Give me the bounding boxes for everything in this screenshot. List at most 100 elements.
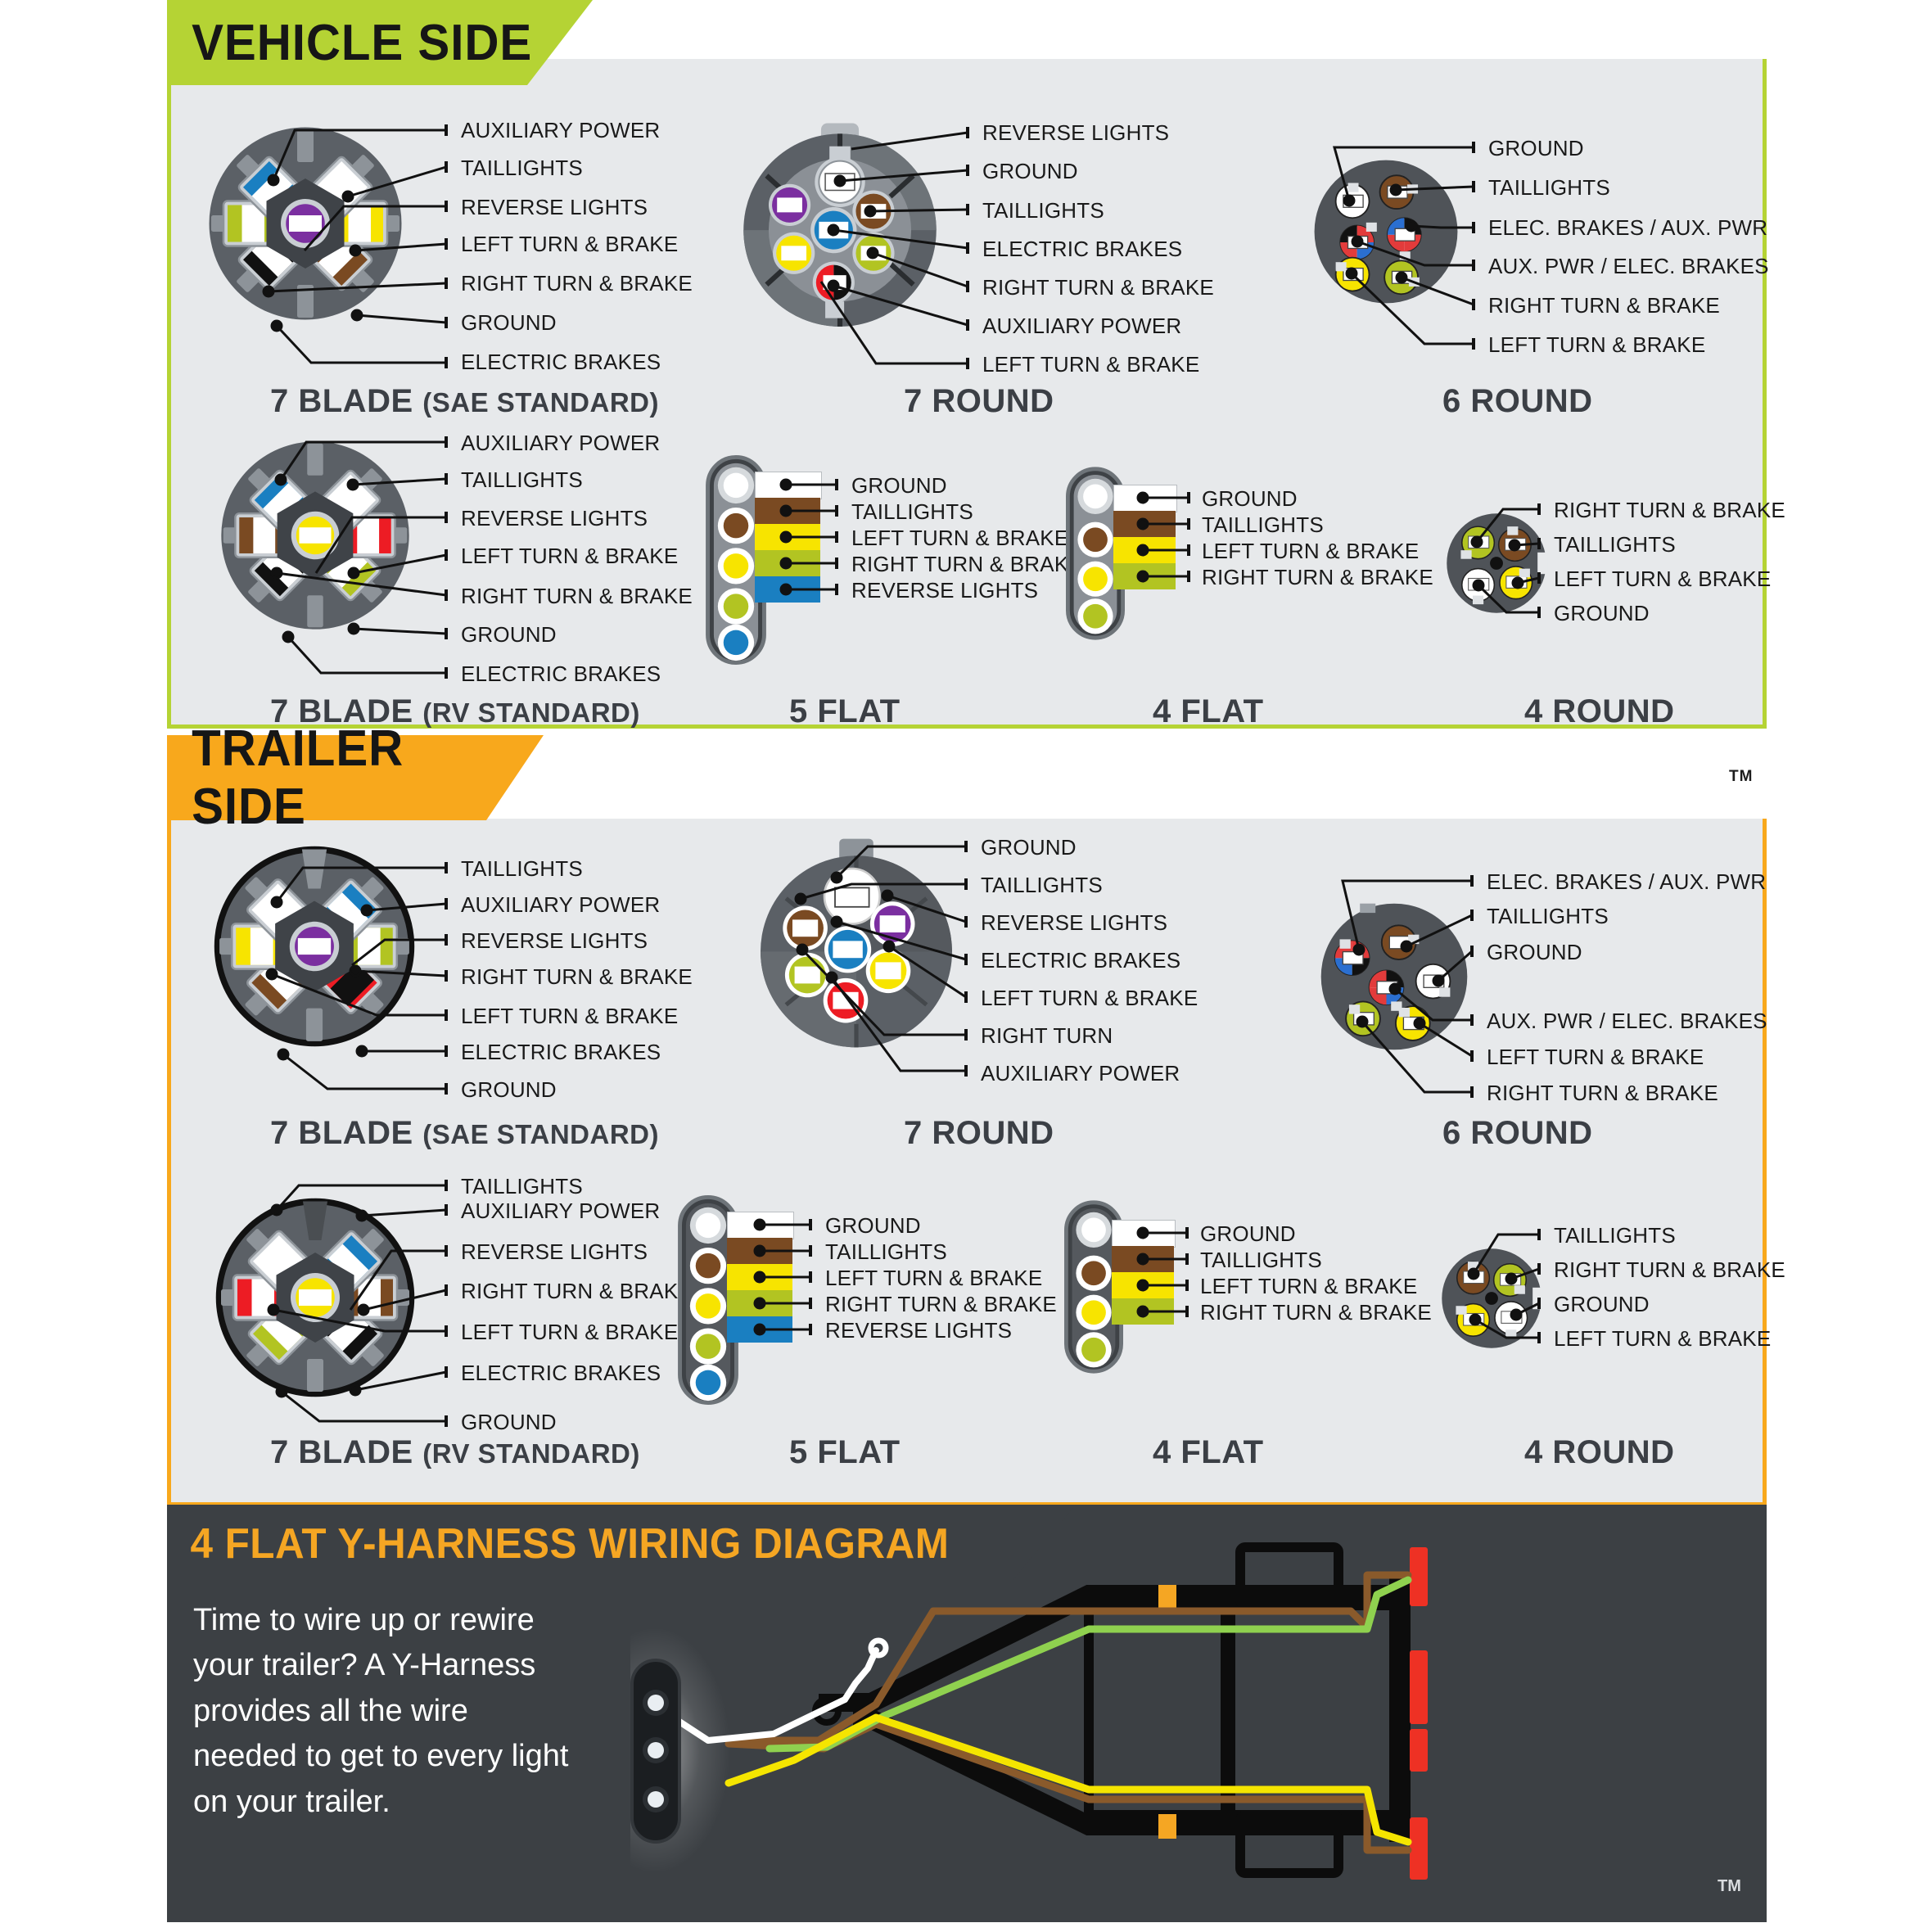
label-v-5flat-1: TAILLIGHTS <box>851 499 973 524</box>
label-v-6round-3: AUX. PWR / ELEC. BRAKES <box>1488 254 1769 278</box>
blade7-graphic <box>221 441 409 630</box>
vehicle-side-banner-label: VEHICLE SIDE <box>192 14 533 71</box>
yharness-banner-label: 4 FLAT Y-HARNESS WIRING DIAGRAM <box>190 1520 950 1568</box>
title-main: 5 FLAT <box>789 1434 901 1470</box>
connector-v-7round[interactable] <box>735 121 945 331</box>
trailer-frame <box>812 1542 1411 1878</box>
label-t-6round-4: LEFT TURN & BRAKE <box>1487 1045 1704 1069</box>
label-v-6round-5: LEFT TURN & BRAKE <box>1488 332 1706 357</box>
connector-t-7round[interactable] <box>750 837 963 1050</box>
label-v-6round-0: GROUND <box>1488 136 1584 160</box>
title-t-6round: 6 ROUND <box>1442 1115 1593 1152</box>
label-t-7round-0: GROUND <box>981 835 1077 860</box>
title-main: 7 BLADE <box>270 383 413 419</box>
title-main: 7 BLADE <box>270 693 413 729</box>
label-t-7blade-rv-4: LEFT TURN & BRAKE <box>461 1320 679 1344</box>
connector-t-4flat[interactable] <box>1064 1200 1123 1374</box>
label-v-7blade-sae-4: RIGHT TURN & BRAKE <box>461 271 693 296</box>
blade7-graphic <box>214 846 415 1047</box>
label-v-7round-0: REVERSE LIGHTS <box>982 120 1170 145</box>
label-t-7round-6: AUXILIARY POWER <box>981 1061 1180 1086</box>
tm-mark-vehicle: TM <box>1729 768 1754 785</box>
label-v-6round-4: RIGHT TURN & BRAKE <box>1488 293 1720 318</box>
title-v-7round: 7 ROUND <box>904 383 1054 420</box>
connector-v-7blade-sae[interactable] <box>203 121 408 326</box>
label-t-4round-0: TAILLIGHTS <box>1554 1223 1676 1248</box>
flat5-graphic <box>706 455 766 665</box>
light-bar <box>630 1627 730 1873</box>
label-t-5flat-0: GROUND <box>825 1213 921 1238</box>
side-marker-top <box>1158 1585 1176 1609</box>
label-t-7blade-rv-1: AUXILIARY POWER <box>461 1198 661 1223</box>
label-t-7round-5: RIGHT TURN <box>981 1023 1113 1048</box>
label-t-7blade-sae-0: TAILLIGHTS <box>461 856 583 881</box>
label-t-5flat-4: REVERSE LIGHTS <box>825 1318 1013 1343</box>
label-t-6round-5: RIGHT TURN & BRAKE <box>1487 1081 1718 1105</box>
round4-graphic <box>1447 513 1548 613</box>
label-v-4round-2: LEFT TURN & BRAKE <box>1554 567 1772 591</box>
label-v-7blade-rv-1: TAILLIGHTS <box>461 467 583 492</box>
connector-v-7blade-rv[interactable] <box>215 436 415 635</box>
label-v-7blade-rv-3: LEFT TURN & BRAKE <box>461 544 679 568</box>
connector-t-6round[interactable] <box>1316 899 1472 1054</box>
yharness-body-text: Time to wire up or rewire your trailer? … <box>193 1603 569 1819</box>
swatch-v-4flat-3 <box>1113 563 1176 589</box>
title-v-7blade-sae: 7 BLADE (SAE STANDARD) <box>270 383 659 420</box>
yharness-banner-shape <box>167 1505 1076 1583</box>
swatch-v-4flat-1 <box>1113 511 1176 537</box>
label-v-5flat-3: RIGHT TURN & BRAKE <box>851 552 1083 576</box>
label-v-5flat-0: GROUND <box>851 473 947 498</box>
label-t-5flat-2: LEFT TURN & BRAKE <box>825 1266 1043 1290</box>
title-sub: (SAE STANDARD) <box>422 387 659 418</box>
label-v-7blade-sae-3: LEFT TURN & BRAKE <box>461 232 679 256</box>
swatch-v-5flat-2 <box>755 524 820 550</box>
blade7-graphic <box>209 127 402 320</box>
swatch-t-4flat-3 <box>1112 1298 1174 1325</box>
title-v-4flat: 4 FLAT <box>1153 693 1264 730</box>
connector-t-5flat[interactable] <box>678 1195 738 1405</box>
label-v-7round-1: GROUND <box>982 159 1078 183</box>
title-v-7blade-rv: 7 BLADE (RV STANDARD) <box>270 693 640 730</box>
label-t-7blade-rv-5: ELECTRIC BRAKES <box>461 1361 661 1385</box>
title-t-7blade-rv: 7 BLADE (RV STANDARD) <box>270 1434 640 1471</box>
label-t-5flat-1: TAILLIGHTS <box>825 1239 947 1264</box>
title-t-5flat: 5 FLAT <box>789 1434 901 1471</box>
swatch-v-5flat-0 <box>755 472 822 499</box>
connector-t-4round[interactable] <box>1438 1244 1546 1352</box>
connector-v-5flat[interactable] <box>706 455 766 665</box>
flat5-graphic <box>678 1195 738 1405</box>
connector-v-6round[interactable] <box>1310 156 1462 308</box>
swatch-t-4flat-1 <box>1112 1246 1174 1272</box>
swatch-t-4flat-0 <box>1112 1220 1176 1248</box>
swatch-t-5flat-0 <box>727 1212 794 1239</box>
title-v-6round: 6 ROUND <box>1442 383 1593 420</box>
label-t-7blade-sae-4: LEFT TURN & BRAKE <box>461 1004 679 1028</box>
label-t-5flat-3: RIGHT TURN & BRAKE <box>825 1292 1057 1316</box>
connector-v-4flat[interactable] <box>1066 467 1125 640</box>
swatch-t-5flat-4 <box>727 1316 792 1343</box>
connector-t-7blade-rv[interactable] <box>213 1195 418 1400</box>
title-main: 4 ROUND <box>1524 1434 1675 1470</box>
label-t-4round-3: LEFT TURN & BRAKE <box>1554 1326 1772 1351</box>
label-t-4round-2: GROUND <box>1554 1292 1650 1316</box>
round6-graphic <box>1314 160 1458 304</box>
label-v-4round-3: GROUND <box>1554 601 1650 625</box>
title-main: 4 ROUND <box>1524 693 1675 729</box>
label-v-7blade-sae-2: REVERSE LIGHTS <box>461 195 648 219</box>
label-t-7blade-sae-6: GROUND <box>461 1077 557 1102</box>
title-sub: (RV STANDARD) <box>422 697 640 728</box>
title-main: 4 FLAT <box>1153 693 1264 729</box>
label-v-7round-4: RIGHT TURN & BRAKE <box>982 275 1214 300</box>
label-t-7round-3: ELECTRIC BRAKES <box>981 948 1181 973</box>
label-t-4flat-1: TAILLIGHTS <box>1200 1248 1322 1272</box>
connector-v-4round[interactable] <box>1442 509 1551 617</box>
side-marker-bottom <box>1158 1814 1176 1839</box>
label-v-7blade-sae-6: ELECTRIC BRAKES <box>461 350 661 374</box>
title-main: 4 FLAT <box>1153 1434 1264 1470</box>
round7-graphic <box>743 123 937 327</box>
round7-graphic <box>761 838 952 1048</box>
round4-graphic <box>1442 1248 1543 1348</box>
connector-t-7blade-sae[interactable] <box>211 843 418 1050</box>
label-t-4flat-0: GROUND <box>1200 1221 1296 1246</box>
